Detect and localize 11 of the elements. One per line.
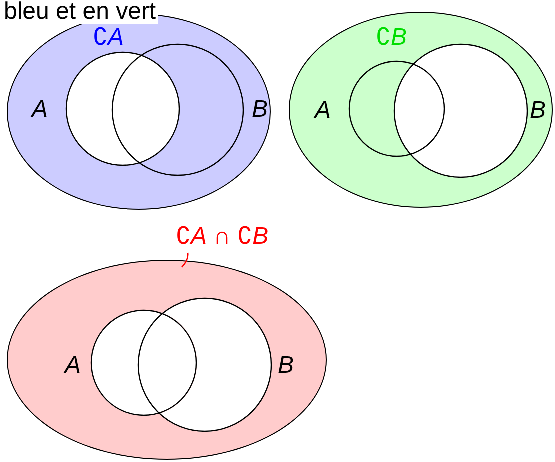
- set-label: A: [65, 353, 82, 379]
- complement-label: ∁A: [93, 25, 124, 51]
- set-label: B: [252, 97, 268, 123]
- complement-label: ∁B: [376, 25, 408, 51]
- leader-line: [182, 252, 189, 268]
- set-label: B: [278, 353, 294, 379]
- set-label: A: [315, 98, 332, 124]
- set-expression: ∁A ∩ ∁B: [176, 222, 269, 251]
- heading-text: bleu et en vert: [4, 0, 158, 24]
- set-label: B: [530, 98, 546, 124]
- set-label: A: [32, 97, 48, 123]
